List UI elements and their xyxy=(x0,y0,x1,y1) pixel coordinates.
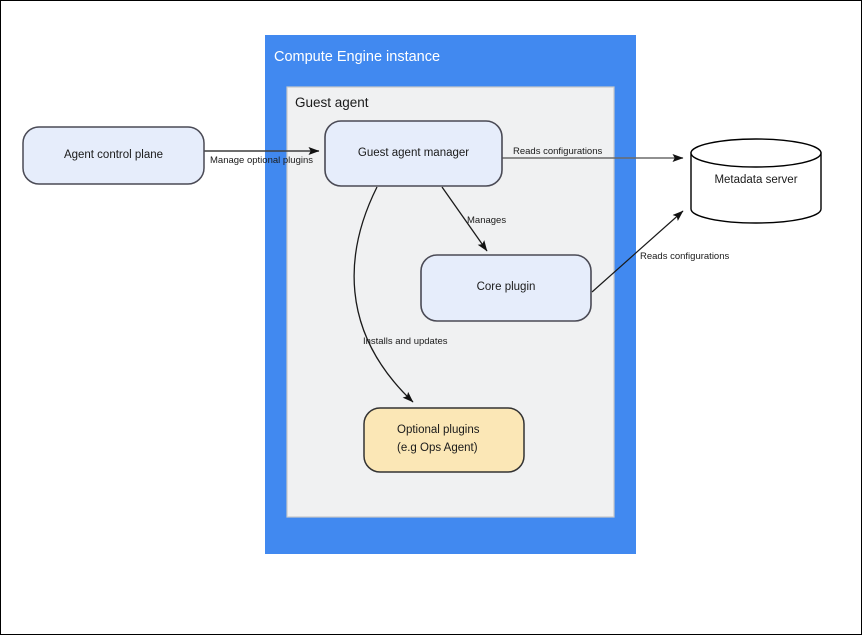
node-guest-agent-manager[interactable] xyxy=(324,120,503,187)
node-optional-plugins[interactable] xyxy=(363,407,525,473)
edge-label-installs-and-updates: Installs and updates xyxy=(363,336,448,347)
compute-engine-instance-title: Compute Engine instance xyxy=(274,49,441,65)
edge-label-manage-optional-plugins: Manage optional plugins xyxy=(210,155,313,166)
edge-label-manages: Manages xyxy=(467,215,507,226)
node-core-plugin[interactable] xyxy=(420,254,592,322)
node-agent-control-plane[interactable] xyxy=(22,126,205,185)
edge-core-plugin-to-metadata xyxy=(591,210,684,293)
edge-label-reads-configurations-manager: Reads configurations xyxy=(513,146,603,157)
node-metadata-server[interactable] xyxy=(690,138,822,224)
edge-manager-to-core-plugin xyxy=(441,186,488,252)
edge-label-reads-configurations-core-plugin: Reads configurations xyxy=(640,251,730,262)
edge-manager-to-optional-plugins xyxy=(353,186,414,403)
guest-agent-title: Guest agent xyxy=(295,95,369,110)
